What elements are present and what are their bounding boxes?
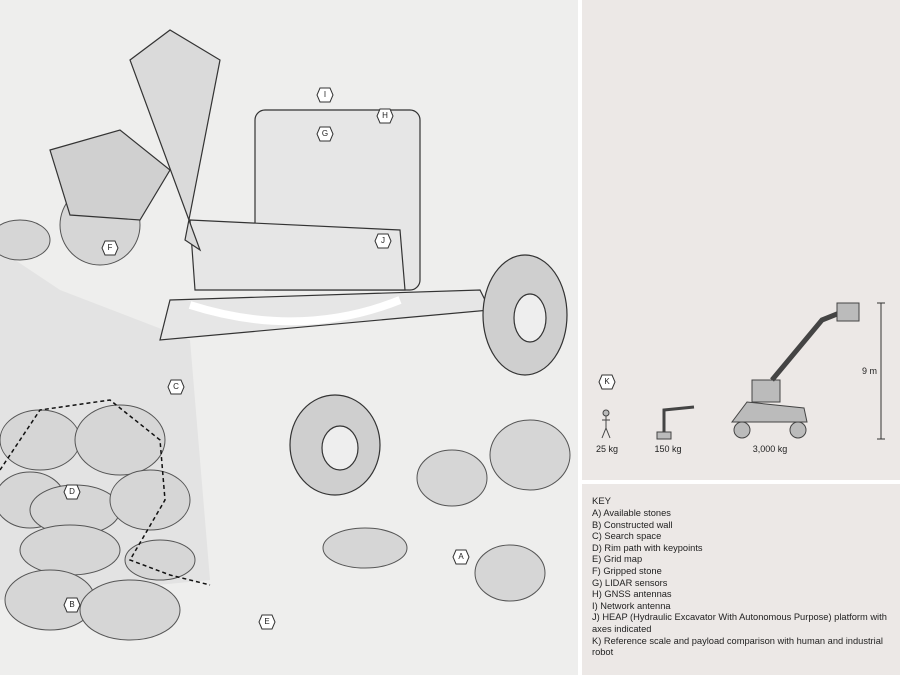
robot-weight: 150 kg bbox=[654, 444, 682, 454]
rim-path bbox=[0, 399, 211, 586]
human-figure bbox=[601, 409, 611, 439]
constructed-wall bbox=[0, 219, 196, 641]
label-a: A bbox=[452, 549, 470, 565]
key-item: G) LIDAR sensors bbox=[592, 577, 668, 588]
key-item: K) Reference scale and payload compariso… bbox=[592, 635, 883, 658]
key-panel: KEY A) Available stones B) Constructed w… bbox=[582, 484, 900, 675]
human-weight: 25 kg bbox=[595, 444, 619, 454]
key-item: C) Search space bbox=[592, 531, 662, 542]
key-item: E) Grid map bbox=[592, 554, 643, 565]
label-e: E bbox=[258, 614, 276, 630]
heap-excavator bbox=[49, 29, 568, 496]
axis-arrows bbox=[188, 296, 402, 326]
excavator-illustration bbox=[0, 29, 571, 641]
key-item: B) Constructed wall bbox=[592, 519, 673, 530]
label-h: H bbox=[376, 108, 394, 124]
label-f: F bbox=[101, 240, 119, 256]
illustration-scene: I H G J F C D B A E bbox=[0, 0, 578, 675]
height-scale-bar bbox=[877, 302, 885, 440]
heap-weight: 3,000 kg bbox=[752, 444, 788, 454]
key-item: J) HEAP (Hydraulic Excavator With Autono… bbox=[592, 612, 887, 634]
scale-figures bbox=[601, 302, 885, 440]
label-i: I bbox=[316, 87, 334, 103]
available-stones bbox=[59, 184, 571, 602]
key-item: H) GNSS antennas bbox=[592, 589, 672, 600]
label-g: G bbox=[316, 126, 334, 142]
key-item: A) Available stones bbox=[592, 508, 671, 518]
heap-figure bbox=[731, 302, 860, 439]
height-label: 9 m bbox=[862, 366, 878, 376]
label-j: J bbox=[374, 233, 392, 249]
key-item: D) Rim path with keypoints bbox=[592, 542, 703, 553]
label-c: C bbox=[167, 379, 185, 395]
key-list: A) Available stones B) Constructed wall … bbox=[592, 508, 892, 659]
label-d: D bbox=[63, 484, 81, 500]
key-item: I) Network antenna bbox=[592, 600, 671, 611]
key-title: KEY bbox=[592, 496, 612, 507]
label-b: B bbox=[63, 597, 81, 613]
industrial-robot-figure bbox=[656, 405, 695, 440]
label-k: K bbox=[598, 374, 616, 390]
key-item: F) Gripped stone bbox=[592, 565, 662, 576]
scale-comparison-panel: K 25 kg 150 kg 3,000 kg 9 m bbox=[582, 0, 900, 480]
